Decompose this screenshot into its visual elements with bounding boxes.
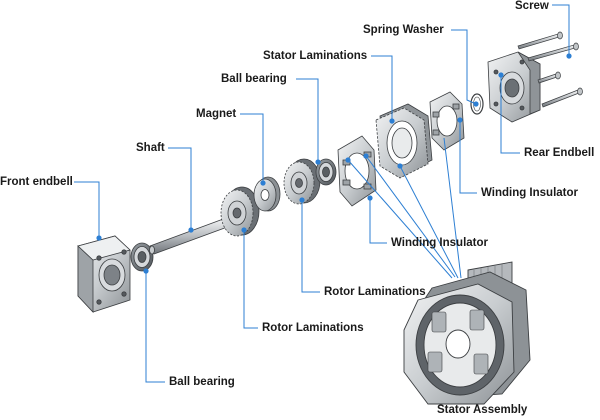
stator-assembly-part bbox=[403, 261, 531, 405]
label-front-endbell: Front endbell bbox=[0, 176, 73, 188]
front-ball-bearing-part bbox=[130, 242, 154, 272]
rotor-laminations-upper-part bbox=[283, 158, 321, 205]
rear-endbell-part bbox=[487, 51, 541, 123]
label-spring-washer: Spring Washer bbox=[363, 24, 444, 36]
label-ball-bearing-top: Ball bearing bbox=[221, 73, 287, 85]
label-winding-insulator-right: Winding Insulator bbox=[481, 187, 578, 199]
label-stator-laminations: Stator Laminations bbox=[263, 50, 368, 62]
rotor-laminations-lower-part bbox=[220, 186, 260, 237]
top-ball-bearing-part bbox=[315, 158, 337, 186]
label-ball-bearing-bottom: Ball bearing bbox=[169, 376, 235, 388]
label-stator-assembly: Stator Assembly bbox=[437, 404, 528, 416]
label-winding-insulator-center: Winding Insulator bbox=[391, 237, 488, 249]
label-screw: Screw bbox=[515, 0, 549, 12]
label-rotor-laminations-lower: Rotor Laminations bbox=[262, 322, 364, 334]
label-rear-endbell: Rear Endbell bbox=[524, 147, 595, 159]
label-rotor-laminations-upper: Rotor Laminations bbox=[324, 286, 426, 298]
leader-dots bbox=[96, 53, 572, 274]
label-shaft: Shaft bbox=[136, 142, 165, 154]
shaft-part bbox=[149, 217, 231, 255]
screws-part bbox=[517, 31, 583, 108]
stator-laminations-part bbox=[375, 103, 433, 179]
front-endbell-part bbox=[77, 235, 131, 314]
label-magnet: Magnet bbox=[196, 108, 237, 120]
leader-lines bbox=[74, 4, 570, 383]
magnet-part bbox=[253, 176, 281, 212]
winding-insulator-right-part bbox=[429, 91, 465, 151]
